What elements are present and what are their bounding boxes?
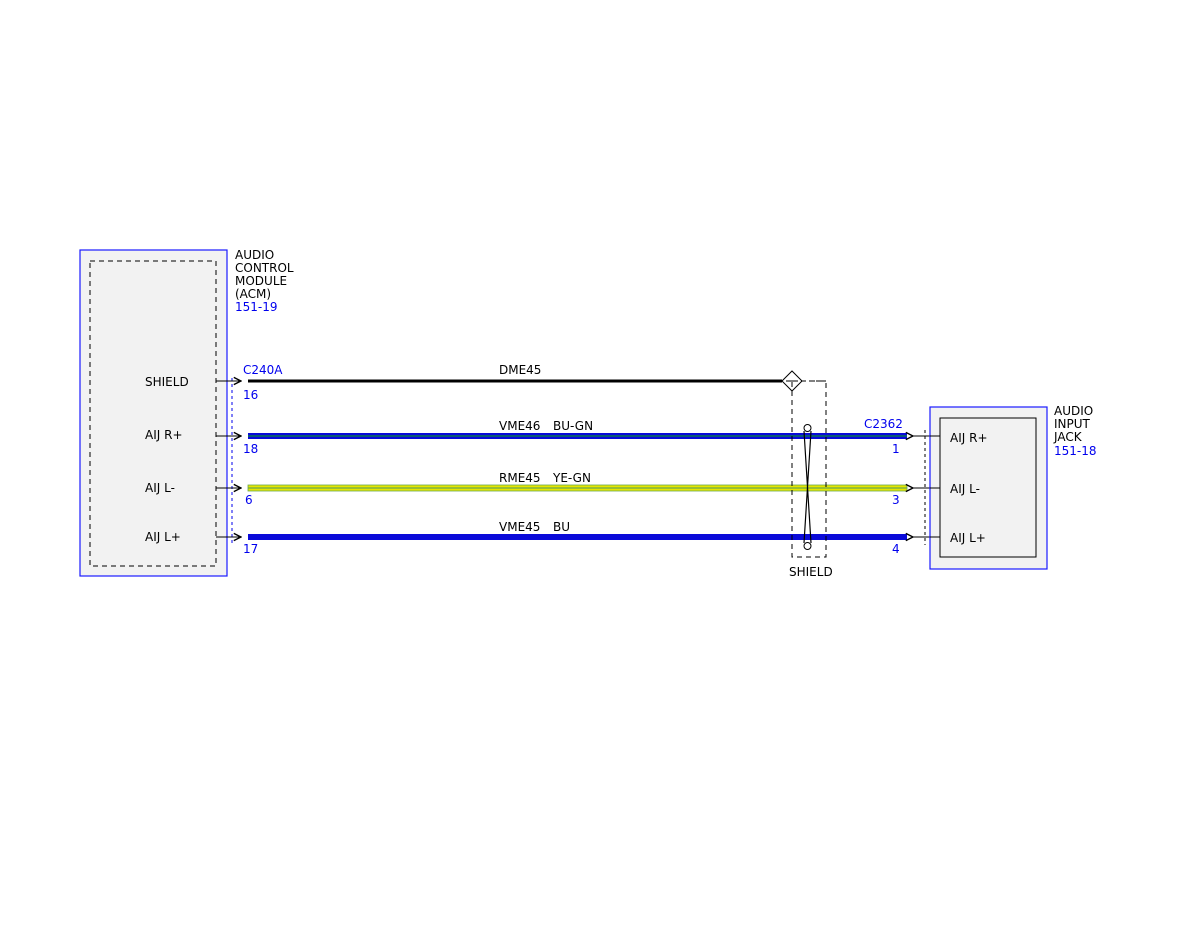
acm-pin-number-6: 6 [245, 493, 253, 507]
aij-inner-box [939, 417, 1037, 558]
wires: DME45 VME46 BU-GN RME45 YE-GN VME45 BU [247, 363, 908, 540]
acm-pin-label-shield: SHIELD [145, 375, 189, 389]
wire-dme45[interactable]: DME45 [248, 363, 826, 392]
acm-pin-number-17: 17 [243, 542, 258, 556]
acm-pin-number-18: 18 [243, 442, 258, 456]
aij-pin-label-l-plus: AIJ L+ [950, 531, 986, 545]
aij-pin-label-l-minus: AIJ L- [950, 482, 980, 496]
twisted-pair-icon-b [803, 430, 812, 544]
wire-vme45-color-code: BU [553, 520, 570, 534]
aij-name-line-3: JACK [1053, 430, 1083, 444]
wire-vme45-circuit: VME45 [499, 520, 540, 534]
acm-pin-label-aij-l-plus: AIJ L+ [145, 530, 181, 544]
acm-name-line-3: MODULE [235, 274, 287, 288]
acm-ref-link[interactable]: 151-19 [235, 300, 278, 314]
aij-pin-number-3: 3 [892, 493, 900, 507]
acm-name-line-2: CONTROL [235, 261, 294, 275]
shield-dashed-box [791, 380, 827, 558]
twisted-pair-top-ring-icon [803, 424, 812, 432]
audio-input-jack: C2362 1 3 4 AIJ R+ AIJ L- AIJ L+ AUDIO I… [864, 404, 1097, 570]
aij-ref-link[interactable]: 151-18 [1054, 444, 1097, 458]
wire-vme46-color-code: BU-GN [553, 419, 593, 433]
acm-pin-label-aij-l-minus: AIJ L- [145, 481, 175, 495]
acm-outer-box [79, 249, 228, 577]
blue-wire-icon [248, 534, 907, 540]
aij-pin-number-4: 4 [892, 542, 900, 556]
wire-vme46-circuit: VME46 [499, 419, 540, 433]
wire-vme45[interactable]: VME45 BU [248, 520, 907, 540]
shield-enclosure: SHIELD [789, 380, 833, 579]
aij-name-line-2: INPUT [1054, 417, 1091, 431]
wire-rme45-color-code: YE-GN [552, 471, 591, 485]
aij-name-line-1: AUDIO [1054, 404, 1093, 418]
shield-label: SHIELD [789, 565, 833, 579]
wire-rme45[interactable]: RME45 YE-GN [247, 471, 908, 492]
aij-pin-label-r-plus: AIJ R+ [950, 431, 988, 445]
acm-pin-number-16: 16 [243, 388, 258, 402]
acm-name-line-4: (ACM) [235, 287, 271, 301]
aij-connector-c2362[interactable]: C2362 [864, 417, 903, 431]
acm-pin-label-aij-r-plus: AIJ R+ [145, 428, 183, 442]
wire-vme46[interactable]: VME46 BU-GN [248, 419, 907, 439]
wire-dme45-circuit: DME45 [499, 363, 541, 377]
twisted-pair-bottom-ring-icon [803, 542, 812, 550]
wire-rme45-circuit: RME45 [499, 471, 541, 485]
acm-connector-c240a[interactable]: C240A [243, 363, 283, 377]
audio-control-module: AUDIO CONTROL MODULE (ACM) 151-19 SHIELD… [79, 248, 294, 577]
aij-pin-number-1: 1 [892, 442, 900, 456]
acm-name-line-1: AUDIO [235, 248, 274, 262]
acm-inner-dashed-box [89, 260, 217, 567]
